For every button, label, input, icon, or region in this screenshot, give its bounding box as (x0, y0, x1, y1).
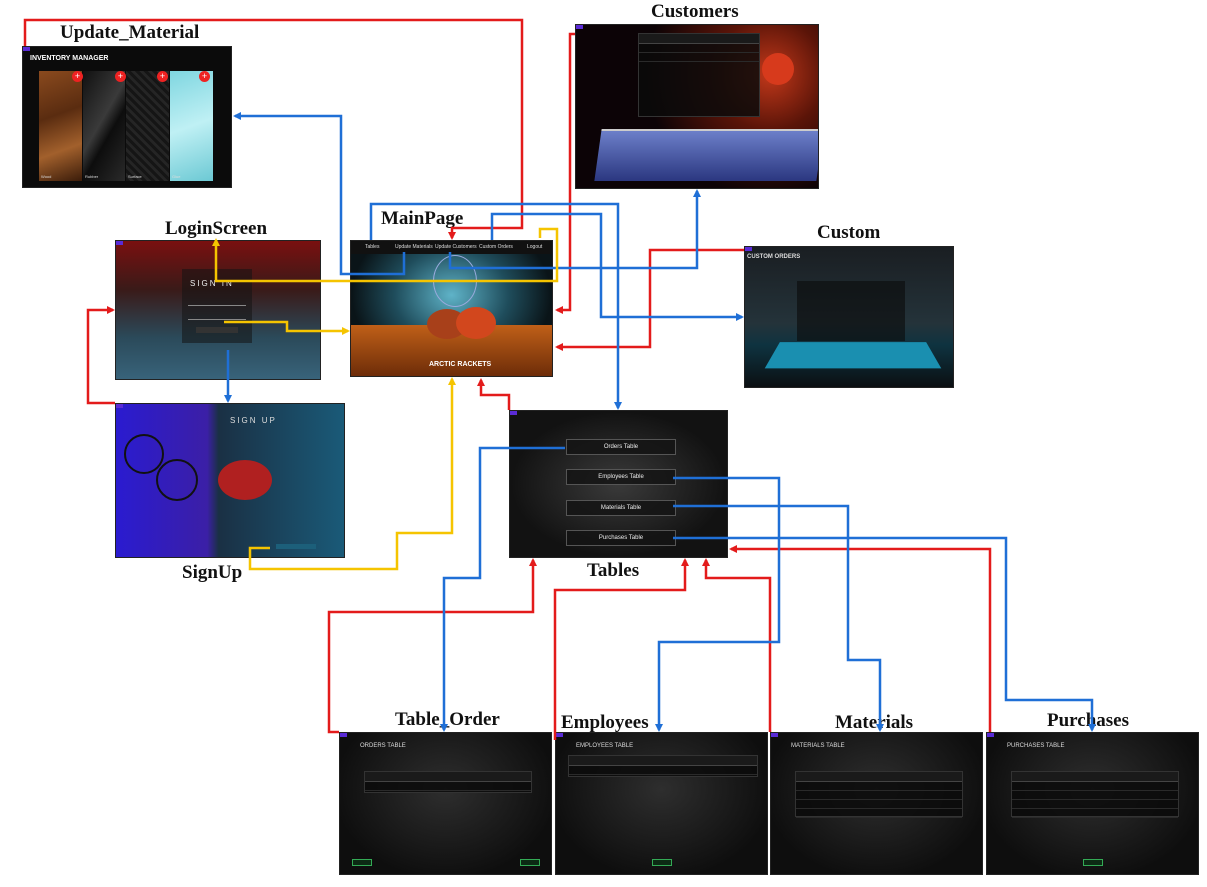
label-mainpage: MainPage (381, 208, 464, 229)
material-card-glue[interactable] (170, 71, 213, 181)
nav-logout[interactable]: Logout (527, 244, 543, 250)
label-tables: Tables (587, 560, 640, 581)
pingpong-table (764, 342, 942, 369)
orders-table-screen: ORDERS TABLE (339, 732, 552, 875)
custom-screen: CUSTOM ORDERS (744, 246, 954, 388)
red-paddle (218, 460, 272, 500)
employees-table-screen: EMPLOYEES TABLE (555, 732, 768, 875)
action-button[interactable] (520, 859, 540, 866)
paddle-right (456, 307, 496, 339)
label-purchases: Purchases (1047, 710, 1129, 731)
connector-materials-to-tables (702, 558, 772, 732)
orders-table (364, 771, 532, 793)
connector-orders-to-tables (327, 558, 537, 734)
inventory-manager-title: INVENTORY MANAGER (30, 55, 109, 62)
label-custom: Custom (817, 222, 881, 243)
sign-up-title: SIGN UP (230, 416, 277, 425)
materials-table-screen: MATERIALS TABLE (770, 732, 983, 875)
add-icon[interactable]: + (157, 71, 168, 82)
purchases-table-button[interactable]: Purchases Table (566, 530, 676, 546)
login-button[interactable] (196, 327, 238, 333)
connector-tables-to-main (477, 378, 511, 410)
signup-screen: SIGN UP (115, 403, 345, 558)
screen-tag (576, 25, 583, 29)
material-card-rubber[interactable] (83, 71, 125, 181)
action-button[interactable] (652, 859, 672, 866)
nav-custom-orders[interactable]: Custom Orders (479, 244, 513, 250)
screen-tag (116, 404, 123, 408)
customers-table (638, 33, 760, 117)
customers-screen (575, 24, 819, 189)
connector-custom-to-main (555, 248, 744, 351)
label-materials: Materials (835, 712, 914, 733)
employees-table (568, 755, 758, 777)
red-paddle (762, 53, 794, 85)
screen-tag (771, 733, 778, 737)
screen-tag (510, 411, 517, 415)
materials-table-button[interactable]: Materials Table (566, 500, 676, 516)
label-loginscreen: LoginScreen (165, 218, 268, 239)
signup-button[interactable] (276, 544, 316, 549)
back-button[interactable] (352, 859, 372, 866)
material-card-wood[interactable] (39, 71, 82, 181)
employees-table-button[interactable]: Employees Table (566, 469, 676, 485)
nav-update-materials[interactable]: Update Materials (395, 244, 433, 250)
action-button[interactable] (1083, 859, 1103, 866)
materials-table-title: MATERIALS TABLE (791, 743, 845, 749)
login-screen: SIGN IN (115, 240, 321, 380)
label-customers: Customers (651, 1, 739, 22)
label-table-order: Table_Order (395, 709, 500, 730)
screen-tag (23, 47, 30, 51)
sign-in-title: SIGN IN (190, 279, 234, 288)
label-signup: SignUp (182, 562, 243, 583)
table-net (594, 129, 818, 181)
orders-table-button[interactable]: Orders Table (566, 439, 676, 455)
password-field[interactable] (188, 313, 246, 320)
connector-tables-to-purchases (673, 536, 1096, 732)
add-icon[interactable]: + (115, 71, 126, 82)
label-employees: Employees (561, 712, 649, 733)
paddle-outline-icon (124, 434, 164, 474)
username-field[interactable] (188, 299, 246, 306)
card-label: Rubber (85, 174, 99, 179)
screen-tag (116, 241, 123, 245)
add-icon[interactable]: + (72, 71, 83, 82)
material-card-surface[interactable] (126, 71, 169, 181)
screen-tag (745, 247, 752, 251)
brand-title: ARCTIC RACKETS (429, 361, 492, 368)
nav-tables[interactable]: Tables (365, 244, 380, 250)
card-label: Surface (128, 174, 142, 179)
nav-update-customers[interactable]: Update Customers (435, 244, 477, 250)
card-label: Wood (41, 174, 52, 179)
connector-customers-to-main (555, 32, 575, 314)
card-label: Glue (172, 174, 181, 179)
connector-signup-to-login (86, 306, 115, 405)
label-update-material: Update_Material (60, 22, 200, 43)
custom-order-form (797, 281, 905, 341)
tables-screen: Orders Table Employees Table Materials T… (509, 410, 728, 558)
orders-table-title: ORDERS TABLE (360, 743, 406, 749)
employees-table-title: EMPLOYEES TABLE (576, 743, 634, 749)
screen-tag (987, 733, 994, 737)
logo-emblem (433, 255, 477, 307)
add-icon[interactable]: + (199, 71, 210, 82)
paddle-outline-icon (156, 459, 198, 501)
update-material-screen: INVENTORY MANAGER + + + + Wood Rubber Su… (22, 46, 232, 188)
purchases-table-title: PURCHASES TABLE (1007, 743, 1065, 749)
purchases-table-screen: PURCHASES TABLE (986, 732, 1199, 875)
purchases-table (1011, 771, 1179, 818)
materials-table (795, 771, 963, 818)
custom-orders-title: CUSTOM ORDERS (747, 254, 801, 260)
screen-tag (340, 733, 347, 737)
main-page-screen: Tables Update Materials Update Customers… (350, 240, 553, 377)
connector-purchases-to-tables (729, 545, 992, 732)
